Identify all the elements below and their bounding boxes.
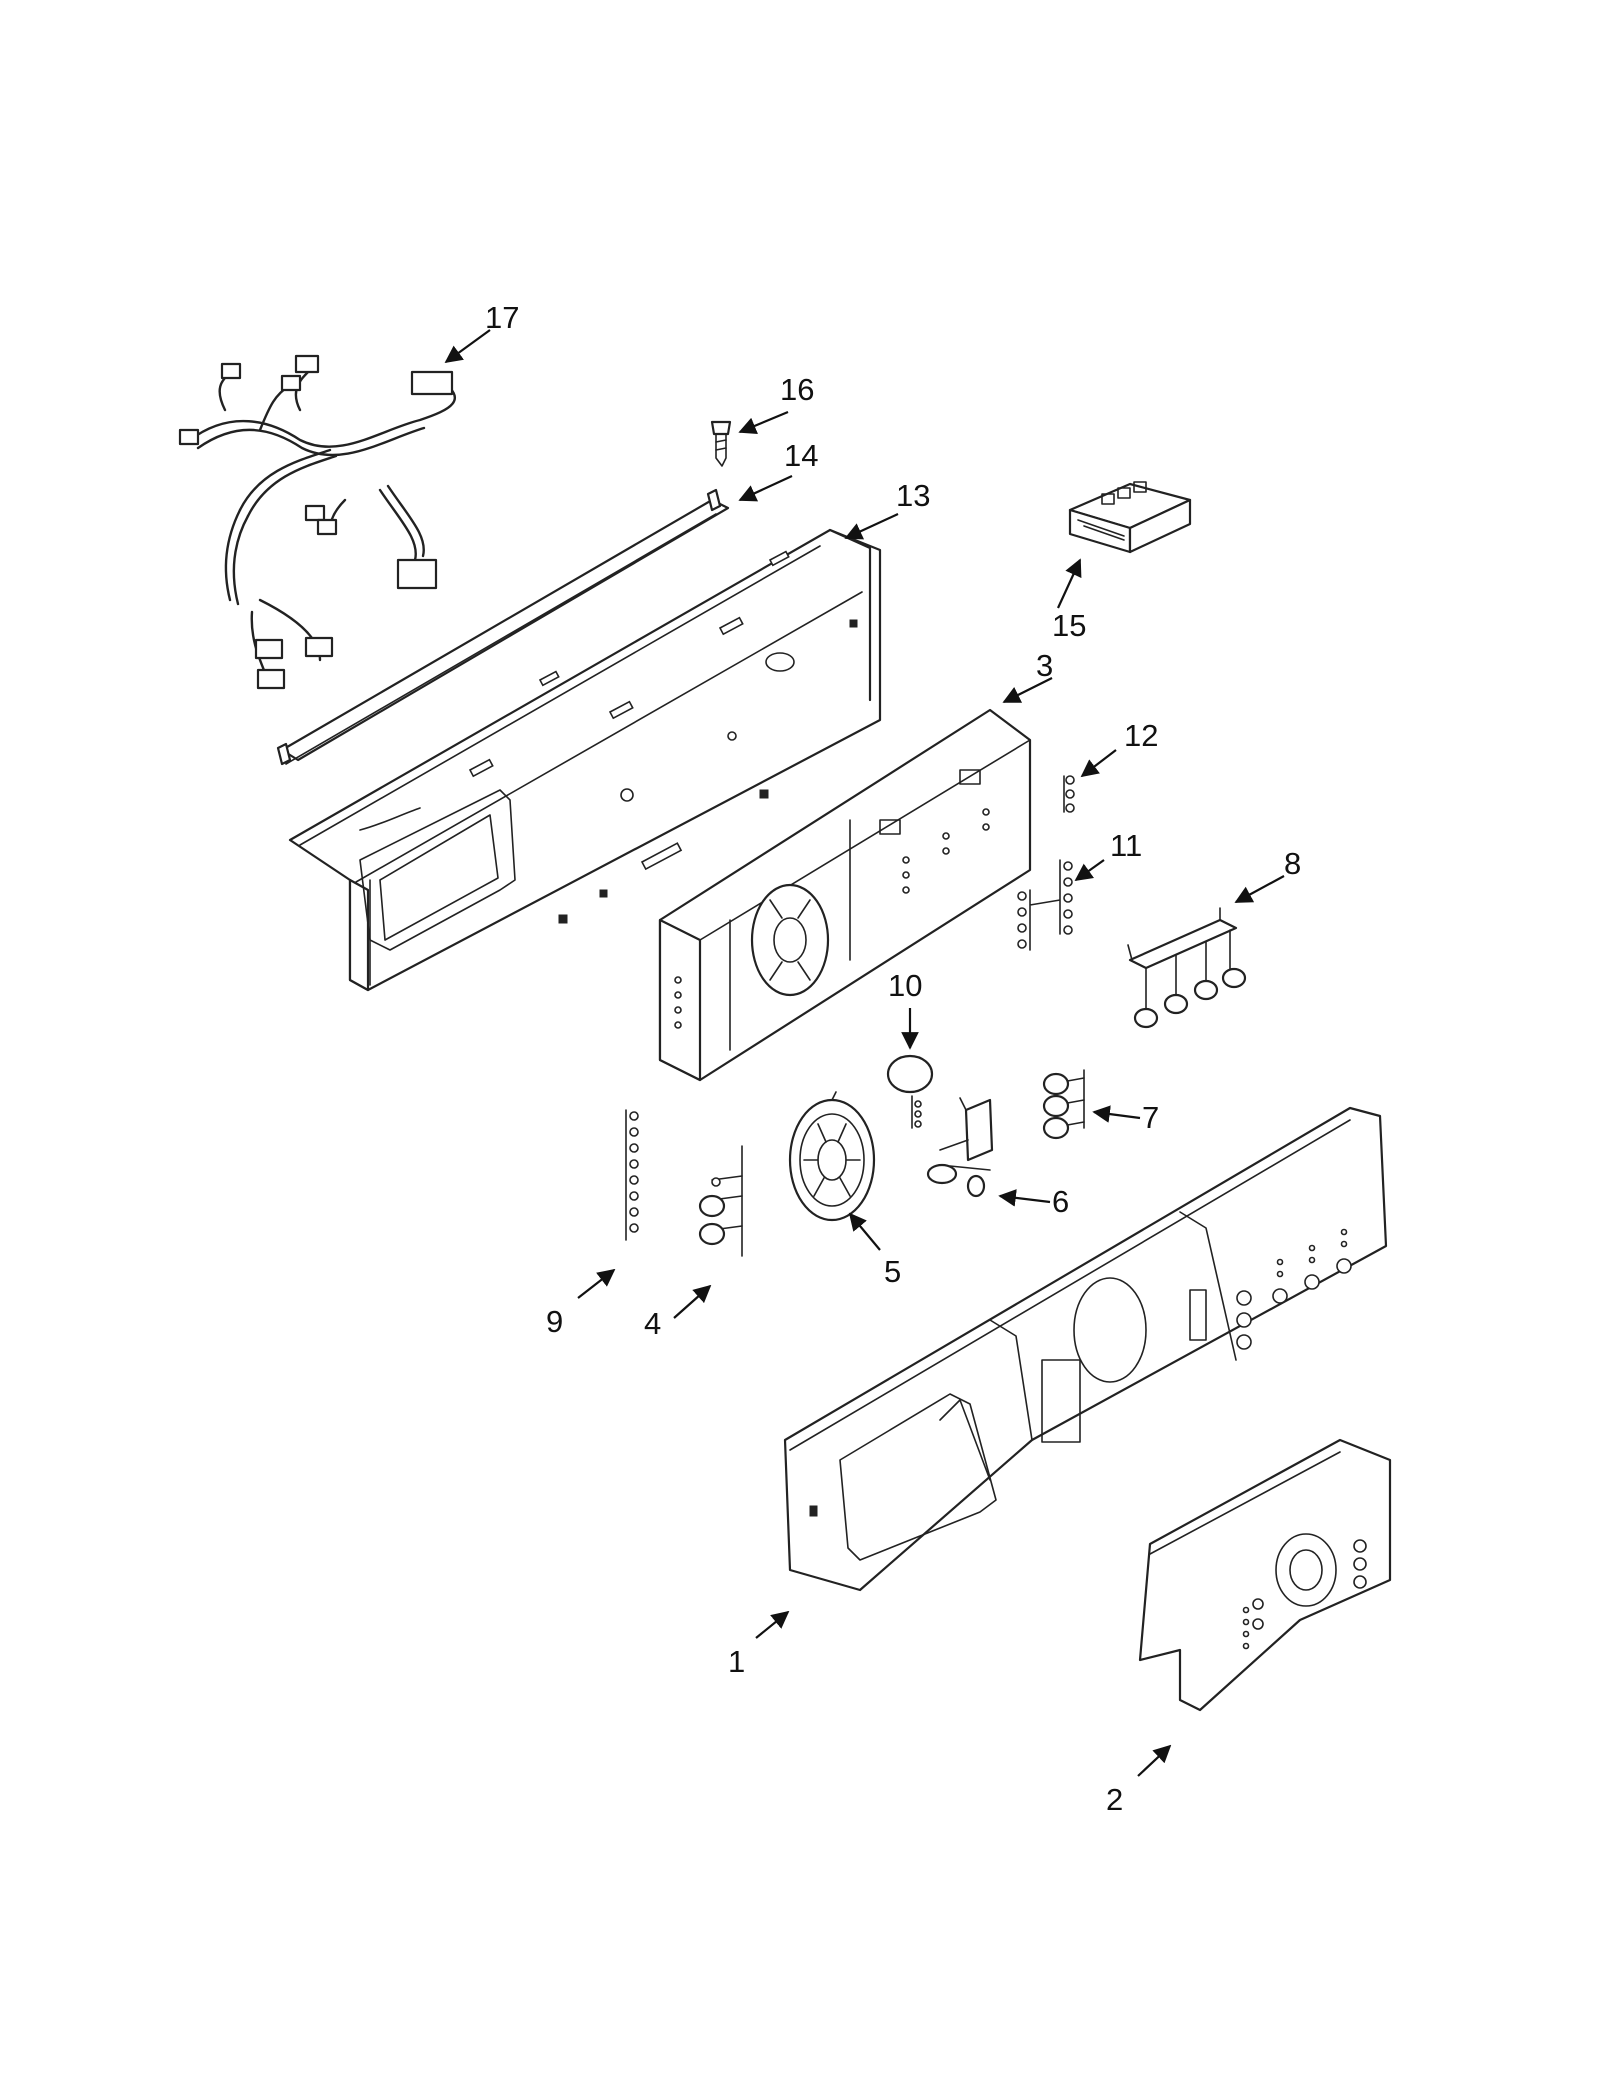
light-pipe-part-12	[1063, 775, 1075, 813]
leader-arrows	[444, 329, 1285, 1777]
callout-15: 15	[1052, 608, 1086, 643]
callout-1: 1	[728, 1644, 745, 1679]
control-housing-part-3	[658, 708, 1032, 1082]
callout-11: 11	[1110, 828, 1142, 863]
dial-ring-part-5	[788, 1091, 876, 1222]
console-frame-part-13	[288, 528, 882, 992]
knob-actuator-part-6	[926, 1097, 994, 1198]
callout-12: 12	[1124, 718, 1158, 753]
callout-10: 10	[888, 968, 922, 1003]
callout-13: 13	[896, 478, 930, 513]
callout-5: 5	[884, 1254, 901, 1289]
console-panel-part-1	[783, 1106, 1388, 1592]
callout-4: 4	[644, 1306, 661, 1341]
callout-8: 8	[1284, 846, 1301, 881]
callout-2: 2	[1106, 1782, 1123, 1817]
callout-16: 16	[780, 372, 814, 407]
harness-connector-main	[410, 370, 454, 396]
callout-17: 17	[485, 300, 519, 335]
control-cover-part-2	[1138, 1438, 1392, 1712]
lens-part-10	[886, 1054, 934, 1129]
callout-9: 9	[546, 1304, 563, 1339]
callout-6: 6	[1052, 1184, 1069, 1219]
harness-connector-lower	[396, 558, 438, 590]
button-set-part-7	[1042, 1069, 1085, 1140]
callout-14: 14	[784, 438, 818, 473]
button-set-part-4	[698, 1145, 743, 1257]
wiring-harness-part-17	[178, 354, 456, 690]
switch-module-part-15	[1068, 481, 1192, 554]
callout-labels: 17 16 14 13 15 3 12 11 8 10 7 6 5 4 9 1 …	[485, 300, 1301, 1817]
light-pipe-part-9	[625, 1109, 639, 1241]
screw-part-16	[710, 420, 732, 467]
button-bar-part-8	[1127, 907, 1247, 1029]
light-pipe-part-11	[1017, 859, 1073, 951]
callout-3: 3	[1036, 648, 1053, 683]
rail-part-14	[276, 488, 730, 766]
callout-7: 7	[1142, 1100, 1159, 1135]
